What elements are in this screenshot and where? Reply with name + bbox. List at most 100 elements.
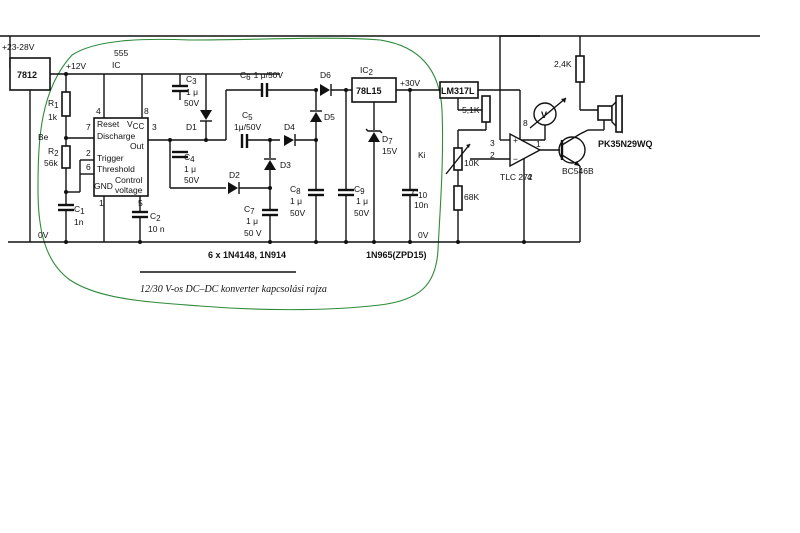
d3-label: D3 <box>280 160 291 170</box>
ic1-control1: Control <box>115 175 143 185</box>
buzzer-front <box>615 95 623 133</box>
d1-label: D1 <box>186 122 197 132</box>
r1-ref: R1 <box>48 98 59 110</box>
ic2-ref-label: IC2 <box>360 65 374 77</box>
ic1-trigger: Trigger <box>97 153 124 163</box>
ki-label: Ki <box>418 150 426 160</box>
ic1-pin8: 8 <box>144 106 149 116</box>
zener-note: 1N965(ZPD15) <box>366 250 427 260</box>
opamp-part-label: TLC 272 <box>500 172 533 182</box>
c10-ref: C10 <box>412 188 428 200</box>
c8-v2: 50V <box>290 208 305 218</box>
voltmeter-label: V <box>541 110 547 120</box>
ic1-pin4: 4 <box>96 106 101 116</box>
input-be-label: Be <box>38 132 49 142</box>
resistor-2k4 <box>575 55 585 83</box>
c4-v2: 50V <box>184 175 199 185</box>
c2-ref: C2 <box>150 211 161 223</box>
c7-ref: C7 <box>244 204 255 216</box>
ic1-discharge: Discharge <box>97 131 136 141</box>
opamp-pin2: 2 <box>490 150 495 160</box>
opamp-pin3: 3 <box>490 138 495 148</box>
opamp-pin8: 8 <box>523 118 528 128</box>
c7-v1: 1 μ <box>246 216 258 226</box>
d6-label: D6 <box>320 70 331 80</box>
c1-value: 1n <box>74 217 84 227</box>
d7-ref: D7 <box>382 134 393 146</box>
ic-555 <box>93 117 149 197</box>
ic1-out: Out <box>130 141 144 151</box>
zero-v-right-label: 0V <box>418 230 429 240</box>
resistor-r1 <box>61 91 71 117</box>
zener-d7 <box>368 132 380 142</box>
diode-d6 <box>320 84 330 96</box>
c5-ref: C5 <box>242 110 253 122</box>
diode-d5 <box>310 112 322 122</box>
d2-label: D2 <box>229 170 240 180</box>
opamp-plus: + <box>513 135 518 145</box>
rail-12v-label: +12V <box>66 61 86 71</box>
d7-value: 15V <box>382 146 397 156</box>
ic1-pin7: 7 <box>86 122 91 132</box>
c9-v2: 50V <box>354 208 369 218</box>
diode-d3 <box>264 160 276 170</box>
c1-ref: C1 <box>74 204 85 216</box>
c3-v1: 1 μ <box>186 87 198 97</box>
resistor-68k <box>453 185 463 211</box>
transistor-label: BC546B <box>562 166 594 176</box>
pot-10k-label: 10K <box>464 158 479 168</box>
ic2-part-label: 78L15 <box>356 86 382 96</box>
resistor-5k1 <box>481 95 491 123</box>
c10-value: 10n <box>414 200 428 210</box>
c7-v2: 50 V <box>244 228 262 238</box>
ic1-vcc: VCC <box>127 119 144 131</box>
regulator-78l15 <box>351 77 397 103</box>
d4-label: D4 <box>284 122 295 132</box>
ic1-part-label: 555 <box>114 48 128 58</box>
regulator-7812-label: 7812 <box>17 70 37 80</box>
c2-value: 10 n <box>148 224 165 234</box>
r-2k4-label: 2,4K <box>554 59 572 69</box>
ic1-pin3: 3 <box>152 122 157 132</box>
diode-d4 <box>284 135 294 146</box>
ic1-gnd: GND <box>94 181 113 191</box>
buzzer-label: PK35N29WQ <box>598 139 653 149</box>
diode-note: 6 x 1N4148, 1N914 <box>208 250 286 260</box>
rail-30v-label: +30V <box>400 78 420 88</box>
ic1-ref-label: IC <box>112 60 121 70</box>
ic1-threshold: Threshold <box>97 164 135 174</box>
r2-ref: R2 <box>48 146 59 158</box>
opamp-pin1: 1 <box>536 139 541 149</box>
zero-v-left-label: 0V <box>38 230 49 240</box>
c3-v2: 50V <box>184 98 199 108</box>
d5-label: D5 <box>324 112 335 122</box>
ic1-pin6: 6 <box>86 162 91 172</box>
r2-value: 56k <box>44 158 58 168</box>
c4-ref: C4 <box>184 152 195 164</box>
r-5k1-label: 5,1K <box>462 105 480 115</box>
c3-ref: C3 <box>186 74 197 86</box>
ic1-pin1: 1 <box>99 198 104 208</box>
supply-input-label: +23-28V <box>2 42 35 52</box>
r-68k-label: 68K <box>464 192 479 202</box>
opamp-tlc272 <box>509 132 542 168</box>
c9-v1: 1 μ <box>356 196 368 206</box>
c5-value: 1μ/50V <box>234 122 261 132</box>
r1-value: 1k <box>48 112 58 122</box>
ic1-reset: Reset <box>97 119 120 129</box>
c9-ref: C9 <box>354 184 365 196</box>
transistor-bc546b <box>558 136 586 164</box>
diode-d1 <box>200 110 212 120</box>
schematic-caption: 12/30 V-os DC–DC konverter kapcsolási ra… <box>140 284 327 295</box>
c4-v1: 1 μ <box>184 164 196 174</box>
buzzer-body <box>597 105 613 121</box>
highlight-outline <box>37 37 444 311</box>
c8-ref: C8 <box>290 184 301 196</box>
diode-d2 <box>228 182 238 194</box>
lm317l-label: LM317L <box>441 86 475 96</box>
opamp-pin4: 4 <box>527 172 532 182</box>
opamp-minus: − <box>513 154 518 164</box>
ic1-pin2: 2 <box>86 148 91 158</box>
